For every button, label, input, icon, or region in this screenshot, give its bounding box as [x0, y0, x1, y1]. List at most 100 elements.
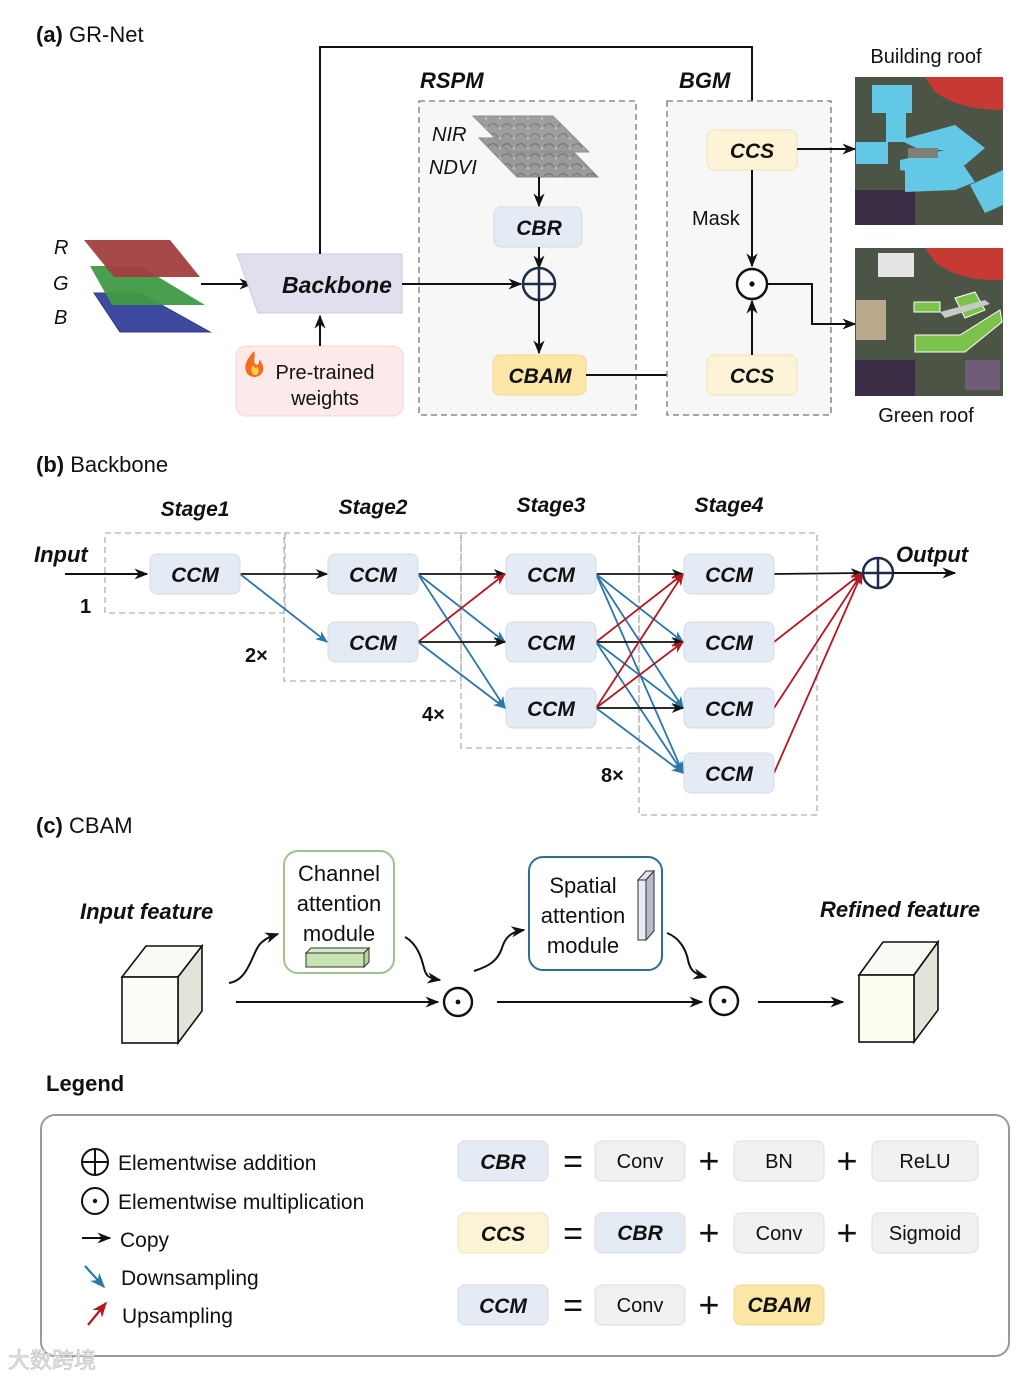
ccm-module-stage1-1: CCM [149, 553, 241, 595]
equals-sign: = [563, 1143, 583, 1181]
term-label: BN [765, 1151, 793, 1173]
legend-item-upsampling: Upsampling [87, 1301, 233, 1328]
plus-sign: + [836, 1140, 857, 1181]
term-box-conv [594, 1284, 686, 1326]
input-feature-cube [120, 943, 204, 1046]
term-label: Conv [617, 1295, 664, 1317]
stage-3-scale: 4× [422, 704, 445, 726]
mask-label: Mask [692, 208, 741, 230]
equation-lhs-box [457, 1140, 549, 1182]
channel-module-line1: Channel [298, 861, 380, 886]
term-box-relu [871, 1140, 979, 1182]
equation-lhs-label: CBR [480, 1151, 526, 1174]
bgm-title: BGM [679, 68, 731, 93]
arrow-down-right-icon [84, 1265, 106, 1289]
plus-sign: + [698, 1212, 719, 1253]
legend-item-addition: Elementwise addition [81, 1148, 316, 1176]
ccm-module-stage4-2: CCM [683, 621, 775, 663]
arrow-up-right-icon [87, 1301, 107, 1326]
edge-stage3-m3-to-stage4-m4 [595, 707, 685, 774]
equation-lhs-box [457, 1284, 549, 1326]
section-a: (a) GR-Net R G B Backbone Pre-trained we… [36, 22, 1003, 427]
ccm-label: CCM [527, 698, 575, 721]
nir-label: NIR [432, 124, 466, 146]
ccm-module-stage3-2: CCM [505, 621, 597, 663]
ccm-module-stage4-3: CCM [683, 687, 775, 729]
skip-connection-backbone-to-ccs [319, 46, 758, 254]
term-label: Sigmoid [889, 1223, 961, 1245]
spatial-module-line1: Spatial [549, 873, 616, 898]
term-box-cbam [733, 1284, 825, 1326]
edge-stage3-m3-to-stage4-m1 [595, 572, 684, 709]
ccm-label: CCM [349, 564, 397, 587]
channel-module-line3: module [303, 921, 375, 946]
rspm-cbr-label: CBR [516, 217, 562, 240]
ccm-label: CCM [527, 632, 575, 655]
spatial-module-line2: attention [541, 903, 625, 928]
stage-4-title: Stage4 [695, 494, 764, 517]
legend-equations: CBR=Conv+BN+ReLUCCS=CBR+Conv+SigmoidCCM=… [457, 1140, 979, 1326]
term-label: CBAM [748, 1294, 811, 1317]
channel-module-line2: attention [297, 891, 381, 916]
equation-lhs-label: CCM [479, 1295, 527, 1318]
term-box-sigmoid [871, 1212, 979, 1254]
legend-label-multiplication: Elementwise multiplication [118, 1191, 364, 1214]
backbone-label: Backbone [282, 272, 392, 298]
equals-sign: = [563, 1287, 583, 1325]
section-c: (c) CBAM Input feature Channel attention… [36, 813, 980, 1046]
input-label: Input [34, 542, 89, 567]
ccm-module-stage2-1: CCM [327, 553, 419, 595]
plus-sign: + [836, 1212, 857, 1253]
refined-feature-cube [857, 939, 940, 1045]
equals-sign: = [563, 1215, 583, 1253]
input-feature-label: Input feature [80, 899, 213, 924]
legend-label-upsampling: Upsampling [122, 1305, 233, 1328]
channel-attention-module [283, 850, 395, 974]
edge-stage3-m3-to-stage4-m2 [595, 641, 685, 709]
arrow-input-to-channel-attention [228, 932, 280, 984]
elementwise-addition-icon [521, 266, 557, 302]
stage-3-title: Stage3 [517, 494, 586, 517]
legend-label-downsampling: Downsampling [121, 1267, 259, 1290]
nir-layer-image [471, 115, 591, 153]
equation-ccs: CCS=CBR+Conv+Sigmoid [457, 1212, 979, 1254]
equation-ccm: CCM = Conv + CBAM [457, 1284, 825, 1326]
stage-1-scale: 1 [80, 596, 91, 618]
term-label: CBR [617, 1222, 663, 1245]
term-box-conv [733, 1212, 825, 1254]
section-b-title: (b) Backbone [36, 452, 168, 477]
legend-item-multiplication: Elementwise multiplication [81, 1187, 364, 1215]
edge-stage1-m1-to-stage2-m2 [239, 573, 328, 643]
term-box-cbr [594, 1212, 686, 1254]
equation-cbr: CBR=Conv+BN+ReLU [457, 1140, 979, 1182]
equation-lhs-label: CCS [481, 1223, 525, 1246]
elementwise-multiplication-icon [735, 267, 769, 301]
multiply-2-icon [708, 985, 740, 1017]
label-b: B [54, 307, 67, 329]
edge-stage4-m3-to-output [773, 571, 863, 709]
green-roof-label: Green roof [878, 405, 974, 427]
term-label: ReLU [899, 1151, 950, 1173]
pretrained-label-line1: Pre-trained [276, 362, 375, 384]
plus-sign: + [698, 1284, 719, 1325]
stage-2-scale: 2× [245, 645, 268, 667]
arrow-to-green-roof [767, 283, 857, 330]
ccm-label: CCM [349, 632, 397, 655]
legend-label-addition: Elementwise addition [118, 1152, 316, 1175]
legend-title: Legend [46, 1071, 124, 1096]
ccm-label: CCM [527, 564, 575, 587]
ccm-module-stage4-4: CCM [683, 752, 775, 794]
spatial-module-line3: module [547, 933, 619, 958]
ccm-module-stage2-2: CCM [327, 621, 419, 663]
ccm-module-stage3-3: CCM [505, 687, 597, 729]
legend-item-downsampling: Downsampling [84, 1265, 259, 1290]
rspm-cbam-label: CBAM [509, 365, 572, 388]
edge-stage4-m1-to-output [773, 568, 864, 579]
spatial-attention-module [528, 856, 663, 971]
stage-4-scale: 8× [601, 765, 624, 787]
label-g: G [53, 273, 69, 295]
legend: Legend Elementwise addition Elementwise … [8, 1071, 1010, 1373]
watermark: 大数跨境 [8, 1348, 96, 1373]
